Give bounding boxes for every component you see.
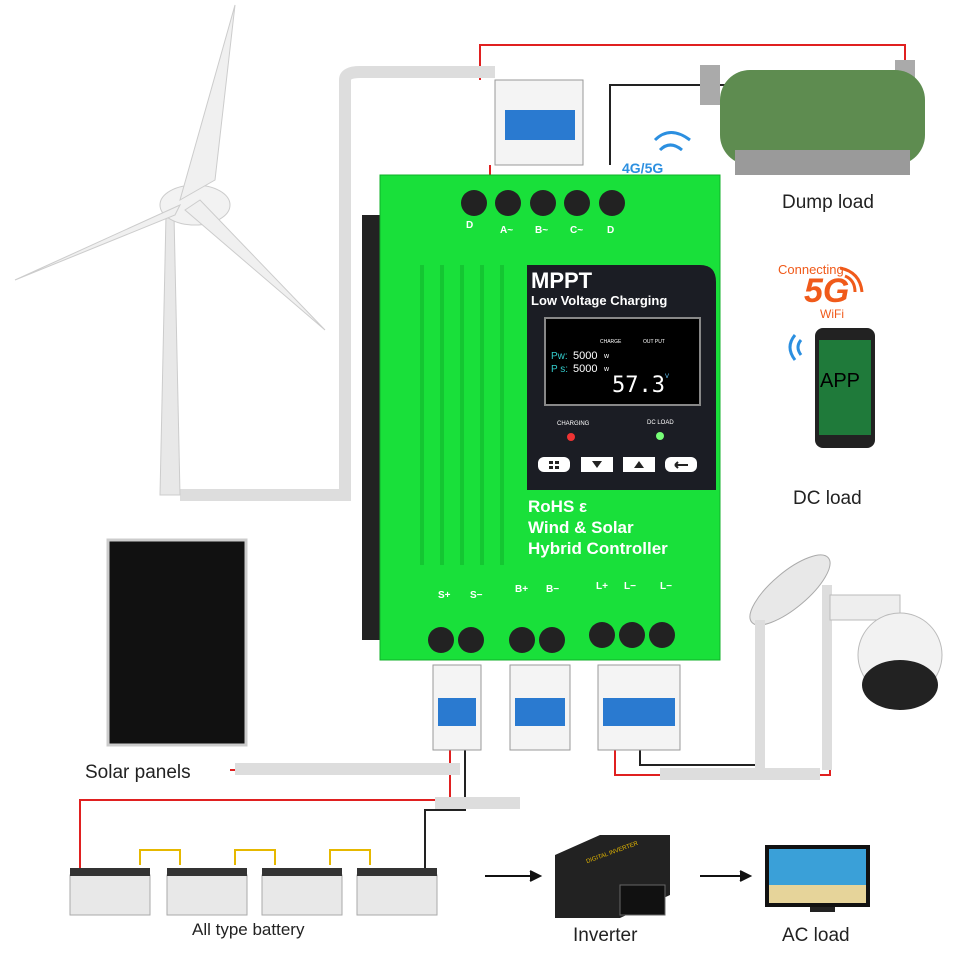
menu-button[interactable] [538, 457, 570, 472]
load-terminal-label: L− [624, 581, 636, 592]
solar-terminal-label: S+ [438, 590, 451, 601]
tv-icon [765, 845, 870, 912]
phone-app-icon [815, 328, 875, 448]
charging-led [567, 433, 575, 441]
load-terminal-label: L+ [596, 581, 608, 592]
wifi-label: WiFi [820, 307, 844, 321]
charging-indicator-label: CHARGING [557, 421, 590, 427]
connecting-label: Connecting [778, 262, 844, 277]
wireless-icon [788, 334, 803, 361]
dump-load-label: Dump load [782, 192, 874, 213]
solar-cable [235, 763, 460, 775]
bottom-breakers-icon [432, 664, 681, 751]
lcd-pw-label: Pw: [551, 351, 568, 362]
bottom-terminals [428, 622, 675, 653]
battery-terminal-label: B+ [515, 584, 529, 595]
lcd-pw-unit: w [604, 353, 610, 360]
controller-title: MPPT [531, 268, 593, 293]
button-glyphs [549, 461, 688, 469]
lcd-ps-label: P s: [551, 364, 569, 375]
inverter-label: Inverter [573, 925, 638, 946]
top-terminal-label: D [607, 225, 615, 236]
network-label: 4G/5G [622, 160, 664, 176]
certification: RoHS ε [528, 497, 588, 516]
top-breaker-icon [494, 79, 584, 166]
vent-grooves [420, 265, 504, 565]
lcd-output-label: OUT PUT [643, 339, 665, 345]
street-lamp-icon [749, 554, 831, 770]
ac-load-label: AC load [782, 925, 850, 946]
lcd-pw-value: 5000 [573, 350, 598, 362]
solar-terminal-label: S− [470, 590, 483, 601]
turbine-cable [180, 66, 495, 501]
top-terminals [461, 190, 625, 216]
battery-bank-icon [69, 849, 438, 916]
battery-terminal-label: B− [546, 584, 560, 595]
lcd-screen [544, 317, 701, 406]
solar-panel-icon [106, 538, 248, 747]
solar-panels-label: Solar panels [85, 762, 191, 783]
dc-load-led [656, 432, 664, 440]
load-cable [660, 768, 820, 780]
signal-icon [653, 131, 691, 152]
battery-label: All type battery [192, 920, 305, 939]
top-terminal-label: A~ [500, 225, 514, 236]
load-terminal-label: L− [660, 581, 672, 592]
lcd-charge-label: CHARGE [600, 339, 622, 345]
top-terminal-label: B~ [535, 225, 549, 236]
security-camera-icon [822, 585, 943, 770]
arrow-icon [485, 870, 543, 882]
inverter-icon [555, 835, 670, 918]
wind-turbine-icon [14, 4, 326, 496]
lcd-voltage: 57.3 [612, 373, 665, 398]
controller-line1: Wind & Solar [528, 518, 634, 537]
controller-line2: Hybrid Controller [528, 539, 668, 558]
arrow-icon [700, 870, 753, 882]
dc-load-label: DC load [793, 488, 862, 509]
lcd-ps-value: 5000 [573, 363, 598, 375]
lcd-voltage-unit: V [665, 374, 670, 380]
top-terminal-label: D [466, 220, 474, 231]
5g-signal-icon [839, 266, 864, 293]
dc-load-indicator-label: DC LOAD [647, 420, 674, 426]
dump-load-resistor-icon [700, 60, 925, 175]
app-label: APP [820, 370, 861, 392]
controller-subtitle: Low Voltage Charging [531, 293, 668, 308]
top-terminal-label: C~ [570, 225, 584, 236]
lcd-ps-unit: w [604, 366, 610, 373]
5g-label: 5G [804, 272, 850, 310]
battery-cable [435, 797, 520, 809]
